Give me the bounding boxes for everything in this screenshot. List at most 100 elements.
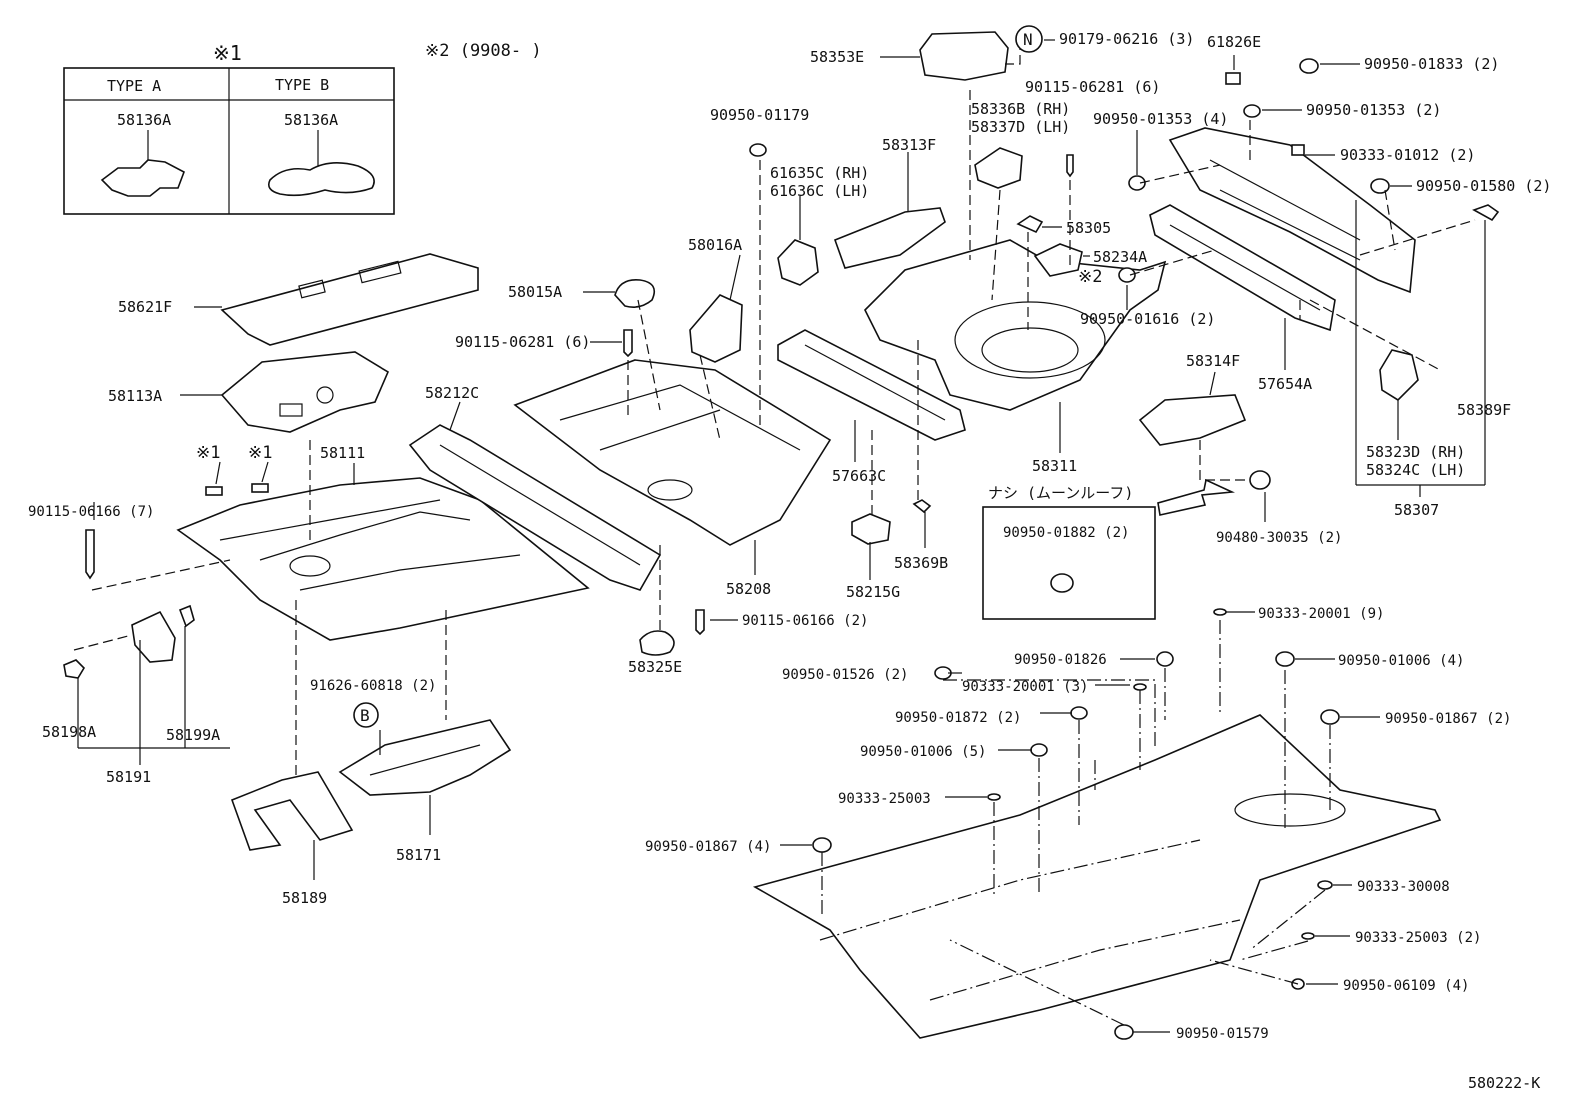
label-90333-01012: 90333-01012 (2) bbox=[1340, 146, 1475, 164]
part-58015a-shape bbox=[614, 278, 656, 308]
part-58311-spare-tire-well-shape bbox=[864, 239, 1167, 411]
legend-part-b: 58136A bbox=[284, 111, 338, 129]
moonroof-note-header: ナシ (ムーンルーフ) bbox=[988, 484, 1133, 502]
legend-part-a: 58136A bbox=[117, 111, 171, 129]
leader-lines bbox=[73, 39, 1486, 1033]
label-58016a: 58016A bbox=[688, 236, 742, 254]
label-58337d: 58337D (LH) bbox=[971, 118, 1070, 136]
label-58199a: 58199A bbox=[166, 726, 220, 744]
label-58313f: 58313F bbox=[882, 136, 936, 154]
label-90333-25003: 90333-25003 bbox=[838, 791, 931, 807]
label-61826e: 61826E bbox=[1207, 33, 1261, 51]
legend-mark1: ※1 bbox=[213, 41, 242, 65]
label-90179-06216: 90179-06216 (3) bbox=[1059, 30, 1194, 48]
part-58336b-shape bbox=[974, 147, 1023, 189]
label-58215g: 58215G bbox=[846, 583, 900, 601]
label-90950-01867-4: 90950-01867 (4) bbox=[645, 839, 771, 855]
label-90950-01826: 90950-01826 bbox=[1014, 652, 1107, 668]
label-90115-06281-mid: 90115-06281 (6) bbox=[455, 333, 590, 351]
label-58353e: 58353E bbox=[810, 48, 864, 66]
label-58336b: 58336B (RH) bbox=[971, 100, 1070, 118]
label-58305: 58305 bbox=[1066, 219, 1111, 237]
label-90950-01526: 90950-01526 (2) bbox=[782, 667, 908, 683]
label-90115-06166-2: 90115-06166 (2) bbox=[742, 613, 868, 629]
part-58323d-shape bbox=[1379, 349, 1419, 402]
part-57663c-crossmember-shape bbox=[777, 329, 966, 441]
label-90333-30008: 90333-30008 bbox=[1357, 879, 1450, 895]
part-61635c-shape bbox=[777, 239, 819, 286]
label-57663c: 57663C bbox=[832, 467, 886, 485]
part-58212c-rail-shape bbox=[408, 424, 662, 591]
label-90333-20001-3: 90333-20001 (3) bbox=[962, 679, 1088, 695]
part-58215g-shape bbox=[851, 513, 891, 545]
label-58189: 58189 bbox=[282, 889, 327, 907]
label-58324c: 58324C (LH) bbox=[1366, 461, 1465, 479]
label-58191: 58191 bbox=[106, 768, 151, 786]
part-58234a-shape bbox=[1033, 243, 1083, 277]
label-58621f: 58621F bbox=[118, 298, 172, 316]
label-mark2: ※2 bbox=[1078, 267, 1102, 287]
label-58314f: 58314F bbox=[1186, 352, 1240, 370]
label-90950-01867-2: 90950-01867 (2) bbox=[1385, 711, 1511, 727]
label-58323d: 58323D (RH) bbox=[1366, 443, 1465, 461]
label-58311: 58311 bbox=[1032, 457, 1077, 475]
part-58189-shape bbox=[230, 771, 354, 851]
legend-part-b-shape bbox=[267, 162, 375, 197]
label-58113a: 58113A bbox=[108, 387, 162, 405]
part-58621f-shape bbox=[220, 253, 479, 346]
b-mark: B bbox=[353, 702, 379, 728]
label-90950-01006-5: 90950-01006 (5) bbox=[860, 744, 986, 760]
label-90950-01833: 90950-01833 (2) bbox=[1364, 55, 1499, 73]
label-90950-01353-2: 90950-01353 (2) bbox=[1306, 101, 1441, 119]
part-58191-shape bbox=[63, 604, 195, 679]
label-58369b: 58369B bbox=[894, 554, 948, 572]
part-58016a-shape bbox=[689, 294, 743, 363]
label-58325e: 58325E bbox=[628, 658, 682, 676]
legend-table: ※1 ※2 (9908- ) TYPE A TYPE B 58136A 5813… bbox=[63, 41, 542, 215]
part-57654a-shape bbox=[1149, 204, 1336, 332]
moonroof-box bbox=[982, 506, 1156, 620]
label-90950-01006-4: 90950-01006 (4) bbox=[1338, 653, 1464, 669]
svg-text:B: B bbox=[360, 706, 370, 725]
label-58198a: 58198A bbox=[42, 723, 96, 741]
legend-part-a-shape bbox=[100, 159, 185, 197]
part-58313f-shape bbox=[833, 207, 946, 269]
part-58113a-shape bbox=[220, 351, 390, 433]
label-90950-01872: 90950-01872 (2) bbox=[895, 710, 1021, 726]
part-58305-shape bbox=[1016, 215, 1044, 234]
legend-col-type-b: TYPE B bbox=[275, 76, 329, 94]
svg-text:N: N bbox=[1023, 30, 1033, 49]
diagram-code: 580222-K bbox=[1468, 1074, 1540, 1092]
label-90950-06109: 90950-06109 (4) bbox=[1343, 978, 1469, 994]
label-58208: 58208 bbox=[726, 580, 771, 598]
part-undercover-shape bbox=[752, 714, 1442, 1039]
label-58015a: 58015A bbox=[508, 283, 562, 301]
label-90115-06166-7: 90115-06166 (7) bbox=[28, 504, 154, 520]
label-58389f: 58389F bbox=[1457, 401, 1511, 419]
arrow-to-moonroof-part bbox=[1157, 478, 1236, 516]
moonroof-note-part: 90950-01882 (2) bbox=[1003, 525, 1129, 541]
part-58369b-shape bbox=[912, 499, 932, 514]
label-90950-01616: 90950-01616 (2) bbox=[1080, 310, 1215, 328]
n-mark: N bbox=[1015, 25, 1043, 53]
label-58212c: 58212C bbox=[425, 384, 479, 402]
legend-col-type-a: TYPE A bbox=[107, 77, 161, 95]
part-58325e-shape bbox=[639, 630, 675, 656]
part-58314f-shape bbox=[1138, 394, 1247, 446]
label-mark1-a: ※1 bbox=[196, 443, 220, 463]
fastener-glyphs bbox=[85, 58, 1390, 1040]
part-58208-pan-shape bbox=[513, 359, 832, 546]
part-labels: 58353E 90179-06216 (3) 61826E 90950-0183… bbox=[28, 30, 1551, 1092]
label-57654a: 57654A bbox=[1258, 375, 1312, 393]
label-58234a: 58234A bbox=[1093, 248, 1147, 266]
label-mark1-b: ※1 bbox=[248, 443, 272, 463]
label-90333-20001-9: 90333-20001 (9) bbox=[1258, 606, 1384, 622]
label-90950-01580: 90950-01580 (2) bbox=[1416, 177, 1551, 195]
part-58389f-shape bbox=[1472, 204, 1500, 222]
label-58111: 58111 bbox=[320, 444, 365, 462]
part-58111-floor-shape bbox=[176, 477, 590, 641]
label-61635c: 61635C (RH) bbox=[770, 164, 869, 182]
label-90950-01579: 90950-01579 bbox=[1176, 1026, 1269, 1042]
part-58353e-shape bbox=[919, 31, 1009, 81]
